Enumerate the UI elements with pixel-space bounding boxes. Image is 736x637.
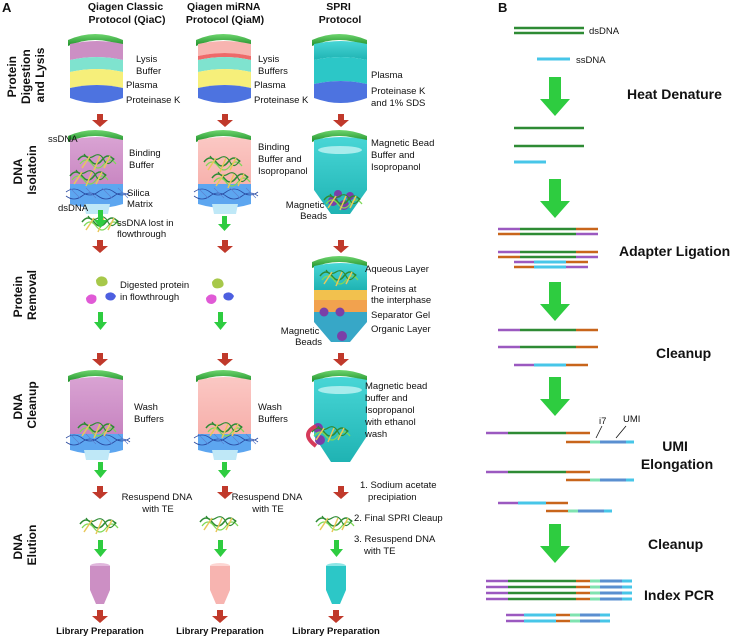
qiac-lysis-label: Lysis Buffer [136, 54, 161, 77]
panel-a-letter: A [2, 0, 12, 15]
qiam-plasma-label: Plasma [254, 80, 286, 91]
umi-label: UMI [623, 414, 640, 425]
spri-beads-label: Magnetic Beads [286, 200, 327, 222]
row-label-elution: DNA Elution [11, 525, 39, 566]
organic-layer-label: Organic Layer [371, 324, 431, 335]
step-umi-elongation: UMI Elongation [641, 438, 713, 472]
red-arrow [92, 610, 344, 623]
qiam-wash-column [193, 370, 259, 460]
red-arrow [92, 353, 349, 366]
step-cleanup-2: Cleanup [648, 536, 703, 552]
step-cleanup-1: Cleanup [656, 345, 711, 361]
library-prep-label-qiam: Library Preparation [176, 626, 264, 637]
input-dna [514, 26, 584, 61]
qiam-lysis-tube [196, 34, 251, 103]
step-adapter-ligation: Adapter Ligation [619, 243, 730, 259]
index-pcr-strands [486, 579, 632, 623]
spri-step-1-label: 1. Sodium acetate precipiation [360, 480, 439, 503]
column-header-qiam: Qiagen miRNA Protocol (QiaM) [186, 1, 264, 26]
spri-dna-strands [315, 515, 355, 533]
qiac-plasma-label: Plasma [126, 80, 158, 91]
aqueous-layer-label: Aqueous Layer [365, 264, 429, 275]
qiac-silica-label: Silica Matrix [127, 188, 153, 210]
panel-b-letter: B [498, 0, 507, 15]
qiam-wash-label: Wash Buffers [258, 402, 288, 425]
spri-proteinase-label: Proteinase K and 1% SDS [371, 86, 428, 109]
step-heat-denature: Heat Denature [627, 86, 722, 102]
qiac-wash-column [65, 370, 131, 460]
qiac-wash-label: Wash Buffers [134, 402, 164, 425]
qiac-elution-tube [90, 563, 110, 604]
qiam-spin-column [193, 130, 259, 214]
qiac-spin-column [65, 130, 131, 214]
qiac-binding-label: Binding Buffer [129, 148, 163, 171]
spri-wash-tube [306, 370, 367, 462]
qiac-lysis-tube [68, 34, 123, 103]
library-prep-label-spri: Library Preparation [292, 626, 380, 637]
red-arrow [92, 240, 349, 253]
spri-step-3-label: 3. Resuspend DNA with TE [354, 534, 437, 557]
green-arrow [94, 540, 343, 557]
digested-protein-label: Digested protein in flowthrough [120, 280, 192, 303]
column-header-spri: SPRI Protocol [319, 1, 362, 26]
big-green-arrow [540, 77, 570, 116]
qiam-binding-label: Binding Buffer and Isopropanol [258, 142, 308, 177]
qiam-lysis-label: Lysis Buffers [258, 54, 288, 77]
qiac-lost-label: ssDNA lost in flowthrough [117, 218, 176, 240]
dsdna-label: dsDNA [589, 26, 620, 37]
spri-elution-tube [326, 563, 346, 604]
qiam-resuspend-label: Resuspend DNA with TE [232, 492, 305, 515]
spri-step-2-label: 2. Final SPRI Cleaup [354, 513, 443, 524]
digested-protein-fragments [86, 276, 234, 304]
red-arrow [92, 486, 349, 499]
qiac-proteinase-label: Proteinase K [126, 95, 181, 106]
library-prep-label-qiac: Library Preparation [56, 626, 144, 637]
qiam-proteinase-label: Proteinase K [254, 95, 309, 106]
row-label-removal: Protein Removal [11, 270, 39, 320]
step-index-pcr: Index PCR [644, 587, 714, 603]
cleanup-strands-1 [498, 328, 598, 367]
row-label-digestion: Protein Digestion and Lysis [5, 46, 47, 104]
umi-elongation-strands [486, 425, 634, 513]
red-arrow [92, 114, 349, 127]
ligated-strands [498, 227, 598, 269]
separator-gel-label: Separator Gel [371, 310, 430, 321]
proteins-interphase-label: Proteins at the interphase [371, 284, 431, 306]
green-arrow [94, 210, 231, 231]
spri-lysis-tube [312, 34, 367, 103]
ssdna-label: ssDNA [576, 55, 606, 66]
i7-label: i7 [599, 416, 606, 427]
column-header-qiac: Qiagen Classic Protocol (QiaC) [88, 1, 166, 26]
row-label-cleanup: DNA Cleanup [11, 381, 39, 428]
green-arrow [94, 462, 231, 478]
spri-wash-label: Magnetic bead buffer and Isopropanol wit… [364, 381, 430, 440]
spri-phase-tube [312, 256, 367, 342]
spri-mbb-label: Magnetic Bead Buffer and Isopropanol [371, 138, 437, 173]
big-green-arrow [540, 377, 570, 416]
qiam-dna-strands [199, 515, 239, 533]
denatured-strands [514, 126, 584, 164]
qiam-elution-tube [210, 563, 230, 604]
row-label-isolation: DNA Isolatoin [11, 145, 39, 194]
big-green-arrow [540, 282, 570, 321]
spri-bead-tube [312, 130, 367, 214]
big-green-arrow [540, 179, 570, 218]
qiac-dsdna-label: dsDNA [58, 203, 89, 214]
spri-beads-label-2: Magnetic Beads [281, 326, 322, 348]
big-green-arrow [540, 524, 570, 563]
green-arrow [94, 312, 227, 330]
spri-plasma-label: Plasma [371, 70, 403, 81]
qiac-dna-strands [79, 517, 119, 535]
qiac-ssdna-label: ssDNA [48, 134, 78, 145]
qiac-resuspend-label: Resuspend DNA with TE [122, 492, 195, 515]
